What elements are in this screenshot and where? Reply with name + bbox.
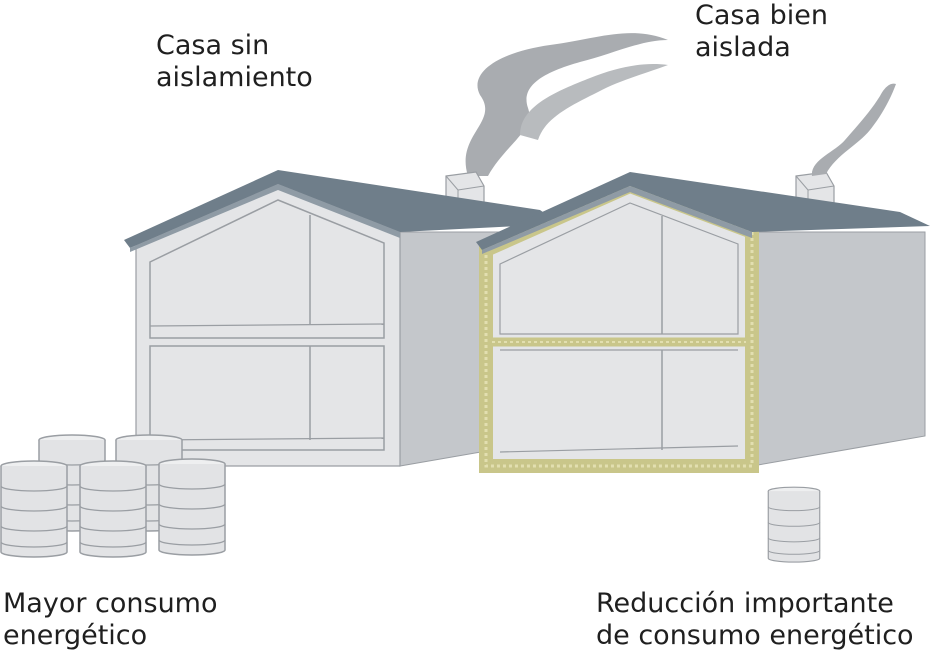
side-wall — [751, 231, 926, 467]
uninsulated-house-label-line2: aislamiento — [156, 62, 313, 93]
insulated-house — [476, 83, 930, 473]
insulated-house-label: Casa bien aislada — [695, 0, 828, 64]
smoke-icon — [465, 33, 668, 176]
oil-barrel-icon — [158, 458, 226, 556]
barrels-reduced-consumption — [767, 486, 821, 563]
roof — [278, 170, 560, 232]
reduced-consumption-label-line2: de consumo energético — [596, 620, 914, 651]
oil-barrel-icon — [79, 460, 147, 558]
oil-barrel-icon — [0, 460, 68, 558]
high-consumption-label-line1: Mayor consumo — [3, 588, 218, 619]
reduced-consumption-label: Reducción importante de consumo energéti… — [596, 588, 914, 652]
uninsulated-house-label: Casa sin aislamiento — [156, 30, 313, 94]
high-consumption-label: Mayor consumo energético — [3, 588, 218, 652]
high-consumption-label-line2: energético — [3, 620, 148, 651]
oil-barrel-icon — [767, 486, 821, 563]
uninsulated-house — [124, 170, 560, 467]
reduced-consumption-label-line1: Reducción importante — [596, 588, 894, 619]
insulated-house-label-line2: aislada — [695, 32, 791, 63]
uninsulated-house-label-line1: Casa sin — [156, 30, 270, 61]
smoke-icon — [811, 83, 896, 176]
roof — [630, 172, 930, 232]
insulated-house-label-line1: Casa bien — [695, 0, 828, 31]
